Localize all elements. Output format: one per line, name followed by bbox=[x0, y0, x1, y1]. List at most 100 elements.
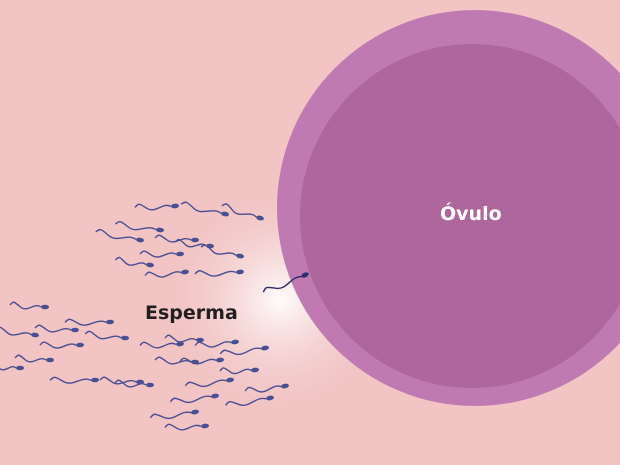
sperm-head bbox=[191, 359, 199, 365]
sperm-head bbox=[191, 237, 199, 243]
egg-inner-cell bbox=[300, 44, 620, 388]
sperm-cell bbox=[219, 345, 269, 356]
sperm-tail bbox=[39, 341, 77, 349]
sperm-cell bbox=[144, 269, 189, 278]
sperm-cell bbox=[219, 367, 259, 375]
sperm-cell bbox=[84, 330, 129, 341]
sperm-cell bbox=[169, 393, 219, 404]
sperm-cell bbox=[194, 269, 244, 277]
sperm-head bbox=[196, 337, 204, 343]
sperm-cell bbox=[0, 326, 39, 338]
sperm-tail bbox=[99, 376, 137, 385]
sperm-cell bbox=[99, 376, 144, 385]
sperm-head bbox=[146, 382, 154, 388]
sperm-tail bbox=[114, 221, 157, 231]
sperm-tail bbox=[114, 256, 147, 266]
sperm-head bbox=[71, 327, 79, 333]
sperm-cell bbox=[154, 356, 199, 365]
sperm-tail bbox=[221, 203, 257, 218]
sperm-head bbox=[31, 332, 39, 338]
sperm-cell bbox=[164, 334, 204, 343]
sperm-head bbox=[91, 377, 99, 383]
sperm-head bbox=[281, 383, 289, 389]
sperm-head bbox=[176, 251, 184, 257]
sperm-cell bbox=[114, 379, 154, 388]
sperm-head bbox=[251, 367, 259, 373]
sperm-tail bbox=[49, 376, 92, 384]
sperm-tail bbox=[144, 271, 182, 278]
sperm-cell bbox=[139, 341, 184, 349]
sperm-tail bbox=[95, 228, 137, 241]
sperm-cell bbox=[95, 228, 144, 243]
sperm-cell bbox=[14, 354, 54, 363]
sperm-tail bbox=[184, 379, 227, 388]
sperm-tail bbox=[149, 411, 192, 420]
sperm-tail bbox=[134, 203, 172, 211]
sperm-tail bbox=[154, 234, 192, 243]
sperm-cell bbox=[139, 250, 184, 258]
sperm-head bbox=[176, 341, 184, 347]
sperm-head bbox=[206, 243, 214, 249]
sperm-head bbox=[221, 211, 229, 217]
sperm-head bbox=[121, 335, 129, 341]
sperm-head bbox=[226, 377, 234, 383]
sperm-head bbox=[146, 262, 154, 268]
sperm-tail bbox=[244, 385, 282, 393]
sperm-head bbox=[191, 409, 199, 415]
sperm-tail bbox=[154, 356, 192, 365]
sperm-cell bbox=[149, 409, 199, 420]
sperm-cell bbox=[49, 376, 99, 384]
sperm-cell bbox=[0, 365, 24, 371]
sperm-cell bbox=[164, 423, 209, 431]
sperm-cell bbox=[174, 238, 214, 249]
sperm-tail bbox=[9, 301, 42, 310]
sperm-cell bbox=[134, 203, 179, 211]
sperm-tail bbox=[0, 326, 32, 336]
sperm-head bbox=[301, 272, 309, 278]
sperm-tail bbox=[0, 366, 17, 371]
sperm-tail bbox=[262, 275, 302, 293]
sperm-cell bbox=[34, 324, 79, 333]
sperm-head bbox=[236, 269, 244, 275]
sperm-cell bbox=[244, 383, 289, 393]
sperm-cell bbox=[194, 339, 239, 348]
sperm-head bbox=[216, 357, 224, 363]
sperm-head bbox=[231, 339, 239, 345]
sperm-tail bbox=[169, 395, 212, 404]
sperm-head bbox=[256, 215, 264, 221]
sperm-head bbox=[46, 357, 54, 363]
sperm-cell bbox=[184, 377, 234, 388]
egg-label: Óvulo bbox=[440, 203, 502, 225]
sperm-cell bbox=[225, 395, 274, 407]
sperm-tail bbox=[114, 379, 147, 388]
sperm-head bbox=[211, 393, 219, 399]
sperm-tail bbox=[174, 238, 207, 248]
sperm-cell bbox=[64, 318, 114, 326]
sperm-group bbox=[0, 201, 309, 431]
sperm-head bbox=[171, 203, 179, 209]
sperm-cell bbox=[114, 221, 164, 233]
sperm-tail bbox=[14, 354, 47, 363]
sperm-tail bbox=[34, 324, 72, 333]
sperm-tail bbox=[180, 201, 222, 214]
sperm-head bbox=[41, 304, 49, 310]
sperm-tail bbox=[194, 270, 237, 277]
sperm-tail bbox=[139, 250, 177, 258]
sperm-tail bbox=[84, 330, 122, 340]
sperm-tail bbox=[64, 318, 107, 326]
sperm-label: Esperma bbox=[145, 302, 238, 324]
sperm-head bbox=[136, 379, 144, 385]
sperm-cell bbox=[262, 272, 309, 293]
sperm-cell bbox=[114, 256, 154, 268]
sperm-head bbox=[16, 365, 24, 371]
sperm-tail bbox=[139, 341, 177, 349]
sperm-head bbox=[236, 253, 244, 259]
sperm-head bbox=[136, 237, 144, 243]
sperm-head bbox=[181, 269, 189, 275]
sperm-tail bbox=[194, 341, 232, 348]
sperm-tail bbox=[219, 367, 252, 375]
sperm-cell bbox=[154, 234, 199, 243]
sperm-tail bbox=[225, 397, 267, 407]
sperm-tail bbox=[219, 347, 262, 356]
